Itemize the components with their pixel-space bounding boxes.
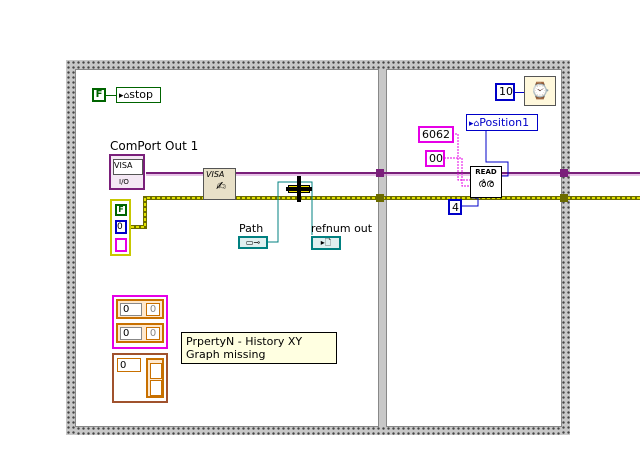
array3-index[interactable]: 0 bbox=[117, 358, 141, 372]
wire-stop bbox=[106, 95, 116, 96]
wire-timeout bbox=[515, 92, 524, 93]
cluster-bool-const[interactable]: F bbox=[115, 204, 127, 216]
loop-frame-right bbox=[561, 60, 570, 435]
watch-icon: ⌚ bbox=[530, 81, 550, 100]
refnum-out-terminal[interactable]: ▸🗋 bbox=[311, 236, 341, 250]
cluster-bool-label: F bbox=[118, 205, 124, 214]
array2-index[interactable]: 0 bbox=[120, 327, 142, 340]
string-constant-6062[interactable]: 6062 bbox=[418, 126, 454, 143]
glasses-icon: ര̀ര bbox=[478, 177, 494, 190]
loop-frame-left bbox=[66, 60, 75, 435]
array2-element-value: 0 bbox=[149, 328, 157, 339]
visa-configure-node[interactable]: VISA ✍ bbox=[203, 168, 236, 200]
path-label: Path bbox=[239, 222, 264, 235]
cluster-num-value: 0 bbox=[117, 222, 123, 232]
visa-close-node[interactable] bbox=[284, 174, 314, 204]
position-variable-name: Position1 bbox=[479, 116, 530, 129]
stop-local-variable[interactable]: ▸⌂stop bbox=[116, 87, 161, 103]
array1-element-value: 0 bbox=[149, 304, 157, 315]
string-constant-00[interactable]: 00 bbox=[425, 150, 445, 167]
false-constant-stop[interactable]: F bbox=[92, 88, 106, 102]
array-constant-2[interactable]: 0 0 bbox=[116, 323, 164, 343]
array3-cell-1 bbox=[150, 363, 162, 379]
array1-index-value: 0 bbox=[123, 304, 130, 315]
string-6062-value: 6062 bbox=[422, 128, 450, 141]
refnum-icon: ▸🗋 bbox=[320, 238, 332, 247]
string-00-value: 00 bbox=[429, 152, 443, 165]
array2-index-value: 0 bbox=[123, 328, 130, 339]
array3-element-area[interactable] bbox=[146, 358, 164, 398]
numeric-constant-4[interactable]: 4 bbox=[448, 199, 462, 215]
array1-element[interactable]: 0 bbox=[146, 303, 160, 316]
comport-label: ComPort Out 1 bbox=[110, 139, 199, 153]
array1-index[interactable]: 0 bbox=[120, 303, 142, 316]
numeric-4-value: 4 bbox=[452, 201, 459, 214]
comport-visa-terminal[interactable]: VISA I/O bbox=[109, 154, 145, 190]
cluster-num-const[interactable]: 0 bbox=[115, 220, 127, 234]
path-terminal[interactable]: ▭⊸ bbox=[238, 236, 268, 249]
comment-text: PrpertyN - History XY Graph missing bbox=[186, 335, 303, 361]
loop-frame-top bbox=[66, 60, 570, 69]
wait-ms-node[interactable]: ⌚ bbox=[524, 76, 556, 106]
cluster-constant[interactable]: F 0 bbox=[110, 199, 131, 256]
read-label: READ bbox=[475, 168, 497, 176]
cluster-string-const[interactable] bbox=[115, 238, 127, 252]
timeout-value: 10 bbox=[499, 85, 513, 98]
position1-local-variable[interactable]: ▸⌂Position1 bbox=[466, 114, 538, 131]
io-text: I/O bbox=[119, 178, 129, 186]
visa-icon: VISA bbox=[113, 159, 143, 175]
false-constant-label: F bbox=[95, 89, 103, 100]
array2-element[interactable]: 0 bbox=[146, 327, 160, 340]
visa-node-label: VISA bbox=[206, 170, 225, 179]
read-subvi[interactable]: READ ര̀ര bbox=[470, 166, 502, 198]
timeout-constant[interactable]: 10 bbox=[495, 83, 515, 101]
path-icon: ▭⊸ bbox=[245, 238, 261, 247]
visa-text: VISA bbox=[114, 161, 133, 170]
home-icon-position: ▸⌂ bbox=[469, 119, 480, 129]
refnum-label: refnum out bbox=[311, 222, 373, 235]
array-constant-1[interactable]: 0 0 bbox=[116, 299, 164, 319]
array3-cell-2 bbox=[150, 380, 162, 396]
home-icon: ▸⌂ bbox=[119, 91, 130, 101]
hand-icon: ✍ bbox=[216, 179, 227, 193]
array3-index-value: 0 bbox=[120, 360, 127, 371]
stop-variable-name: stop bbox=[129, 88, 153, 101]
loop-frame-bottom bbox=[66, 426, 570, 435]
missing-property-node-comment: PrpertyN - History XY Graph missing bbox=[181, 332, 337, 364]
array-constant-3[interactable]: 0 bbox=[112, 353, 168, 403]
